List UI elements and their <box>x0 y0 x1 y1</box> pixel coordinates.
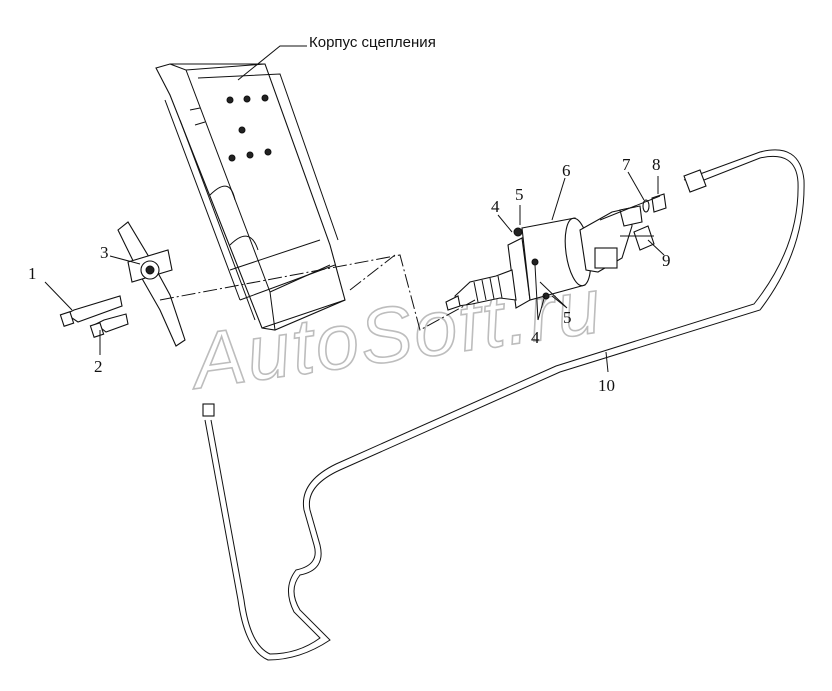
housing-title: Корпус сцепления <box>309 34 436 51</box>
callout-10: 10 <box>598 376 615 395</box>
callout-2: 2 <box>94 357 103 376</box>
callout-4: 4 <box>491 197 500 216</box>
air-pipe <box>202 149 805 661</box>
fitting-9 <box>633 225 655 251</box>
fitting-8 <box>651 193 667 213</box>
callout-8: 8 <box>652 155 661 174</box>
release-fork <box>117 221 186 347</box>
callout-5: 5 <box>515 185 524 204</box>
bolt-1 <box>59 295 123 327</box>
callout-9: 9 <box>662 251 671 270</box>
callout-1: 1 <box>28 264 37 283</box>
bolt-2 <box>89 313 129 338</box>
callout-4-lower: 4 <box>531 328 540 347</box>
clutch-housing <box>155 63 346 331</box>
callout-6: 6 <box>562 161 571 180</box>
washer-7 <box>642 199 650 213</box>
callout-7: 7 <box>622 155 631 174</box>
clutch-booster <box>445 205 643 311</box>
callout-3: 3 <box>100 243 109 262</box>
callout-5-lower: 5 <box>563 308 572 327</box>
